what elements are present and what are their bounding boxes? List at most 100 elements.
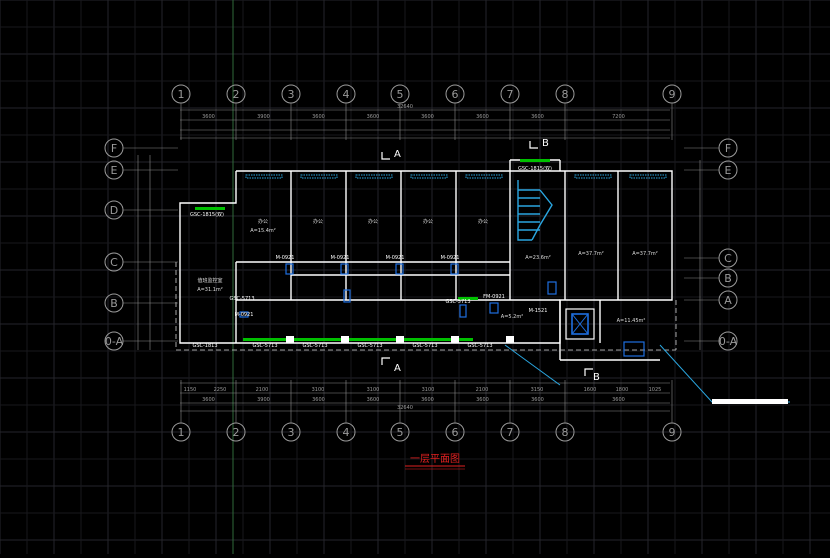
window-tag: GSC-1813 <box>192 343 217 349</box>
axis-bottom-3-label: 3 <box>288 426 295 439</box>
building-walls <box>179 159 673 361</box>
axis-top-9-label: 9 <box>669 88 676 101</box>
window-tag: GSC-5713 <box>445 299 470 305</box>
window-green <box>458 297 478 300</box>
bottom-dim-2: 3600 <box>531 397 544 403</box>
column-marker <box>286 336 294 343</box>
axis-bottom-9-label: 9 <box>669 426 676 439</box>
window-green <box>243 338 473 341</box>
axis-bottom-5-label: 5 <box>397 426 404 439</box>
axis-left-1-label: E <box>111 164 118 177</box>
door-tag: M-0921 <box>331 255 350 261</box>
top-dim: 3600 <box>202 114 215 120</box>
window-tag: GSC-1815(双) <box>190 212 224 218</box>
leader-label-box <box>712 399 788 404</box>
room-area: A=15.4m² <box>250 228 276 234</box>
axis-right-2-label: C <box>724 252 732 265</box>
bottom-dim-1: 1800 <box>616 387 629 393</box>
window-green <box>195 207 225 210</box>
corridor-dashes <box>175 262 677 351</box>
door-leaf <box>340 263 349 275</box>
bottom-dim-1: 2100 <box>256 387 269 393</box>
room-name: 办公 <box>478 218 488 225</box>
window-green <box>520 159 550 162</box>
door-leaf <box>450 263 459 275</box>
axis-right-3-label: B <box>724 272 732 285</box>
axis-left-3-label: C <box>110 256 118 269</box>
top-window-strip <box>465 174 503 179</box>
axis-top-8-label: 8 <box>562 88 569 101</box>
window-tag: GSC-5713 <box>412 343 437 349</box>
axis-right-4-label: A <box>724 294 732 307</box>
window-tag: GSC-5713 <box>357 343 382 349</box>
bottom-dim-2: 3900 <box>257 397 270 403</box>
door-leaf <box>285 263 294 275</box>
top-dim: 3900 <box>257 114 270 120</box>
bottom-dim-2: 3600 <box>612 397 625 403</box>
bottom-dim-1: 3100 <box>367 387 380 393</box>
top-window-strips <box>245 174 667 179</box>
column-marker <box>341 336 349 343</box>
window-tag: GSC-5713 <box>467 343 492 349</box>
axis-right-0-label: F <box>725 142 731 155</box>
axis-bottom-2-label: 2 <box>233 426 240 439</box>
door-tag: M-0921 <box>441 255 460 261</box>
axis-top-3-label: 3 <box>288 88 295 101</box>
axis-left-2-label: D <box>110 204 118 217</box>
section-a-top: A <box>394 149 401 160</box>
bottom-dim-2: 3600 <box>367 397 380 403</box>
top-dim: 3600 <box>312 114 325 120</box>
axis-top-6-label: 6 <box>452 88 459 101</box>
door-leaf <box>395 263 404 275</box>
axis-bottom-1-label: 1 <box>178 426 185 439</box>
axis-left-5-label: 0-A <box>105 335 124 348</box>
column-marker <box>506 336 514 343</box>
bottom-dim-1: 2100 <box>476 387 489 393</box>
bottom-dim-1: 1150 <box>184 387 197 393</box>
room-name: 办公 <box>313 218 323 225</box>
room-area: A=31.1m² <box>197 287 223 293</box>
door-leaf <box>547 281 557 295</box>
elevator-shaft <box>565 308 595 340</box>
axis-right-5-label: 0-A <box>719 335 738 348</box>
top-dim: 3600 <box>367 114 380 120</box>
bottom-dim-1: 3100 <box>422 387 435 393</box>
room-name: 值班监控室 <box>197 277 222 284</box>
top-window-strip <box>355 174 393 179</box>
column-marker <box>396 336 404 343</box>
axis-bottom-6-label: 6 <box>452 426 459 439</box>
top-dimensions <box>180 109 670 139</box>
bottom-dim-1: 3150 <box>531 387 544 393</box>
window-tag: GSC-5713 <box>229 296 254 302</box>
door-leaf <box>489 302 499 314</box>
axis-bottom-7-label: 7 <box>507 426 514 439</box>
doors-layer <box>239 263 645 357</box>
top-dim: 3600 <box>421 114 434 120</box>
bottom-total-dim: 32640 <box>397 405 413 411</box>
top-dim: 3600 <box>531 114 544 120</box>
window-tag: GSC-5713 <box>302 343 327 349</box>
window-tag: GSC-5713 <box>252 343 277 349</box>
bottom-dim-2: 3600 <box>312 397 325 403</box>
door-leaf <box>459 304 467 318</box>
window-tag: GSC-1815(双) <box>518 166 552 172</box>
column-marker <box>451 336 459 343</box>
room-area: A=37.7m² <box>632 251 658 257</box>
bottom-dim-1: 1025 <box>649 387 662 393</box>
door-tag: M-0921 <box>276 255 295 261</box>
bottom-dimensions <box>180 382 670 412</box>
top-dim: 7200 <box>612 114 625 120</box>
axis-bottom-8-label: 8 <box>562 426 569 439</box>
door-tag: M-1521 <box>529 308 548 314</box>
top-window-strip <box>629 174 667 179</box>
section-a-bottom: A <box>394 363 401 374</box>
axis-top-2-label: 2 <box>233 88 240 101</box>
